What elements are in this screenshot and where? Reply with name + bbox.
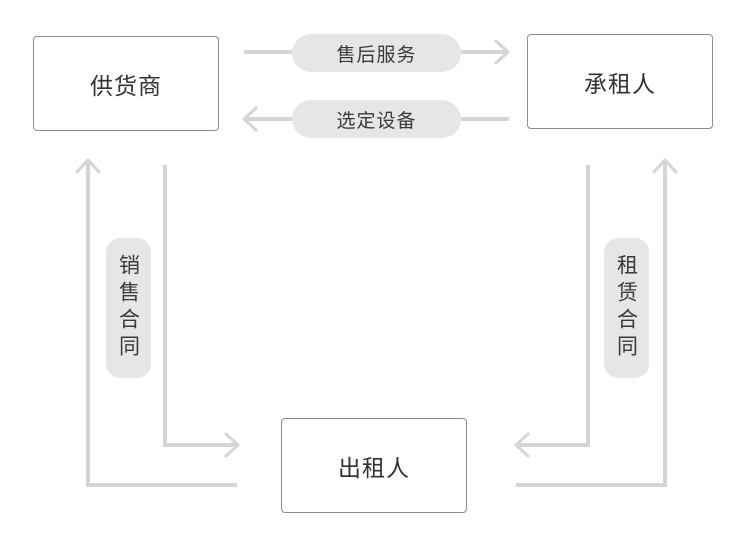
node-lessor: 出租人 [281, 418, 467, 513]
connector-sales-inner [163, 165, 238, 447]
arrowhead-to-lessee [652, 158, 678, 174]
arrowhead-lease-to-lessor [514, 432, 530, 458]
node-lessee: 承租人 [527, 34, 713, 129]
node-lessor-label: 出租人 [338, 455, 410, 482]
connector-lease-outer [516, 160, 667, 487]
node-supplier: 供货商 [33, 36, 219, 131]
edge-label-after-sales: 售后服务 [292, 34, 461, 72]
node-supplier-label: 供货商 [90, 73, 162, 100]
connector-lease-inner [516, 165, 590, 447]
arrowhead-after-sales [494, 39, 510, 65]
edge-label-select-equipment: 选定设备 [292, 100, 461, 138]
arrowhead-to-supplier [75, 158, 101, 174]
connector-sales-outer [86, 160, 237, 487]
arrowhead-sales-to-lessor [224, 432, 240, 458]
node-lessee-label: 承租人 [584, 71, 656, 98]
edge-label-sales-contract: 销售合同 [106, 238, 151, 378]
arrowhead-select [242, 106, 258, 132]
edge-label-lease-contract: 租赁合同 [604, 238, 649, 378]
